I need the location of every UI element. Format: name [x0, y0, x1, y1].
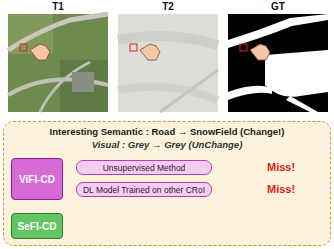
sefi-box: SeFI-CD	[11, 213, 63, 239]
box-label: DL Model Trained on other CRoI	[83, 185, 205, 195]
t1-image	[8, 14, 108, 112]
image-title: T2	[162, 1, 174, 12]
image-title: T1	[52, 1, 64, 12]
box-label: Unsupervised Method	[103, 163, 186, 173]
miss-label: Miss!	[267, 183, 295, 195]
visual-line: Visual : Grey → Grey (UnChange)	[4, 139, 330, 150]
box-label: ViFI-CD	[19, 174, 55, 185]
t2-image	[118, 14, 218, 112]
method-bar: DL Model Trained on other CRoI	[76, 182, 212, 197]
box-label: SeFI-CD	[18, 221, 57, 232]
image-title: GT	[271, 1, 285, 12]
miss-label: Miss!	[267, 161, 295, 173]
method-bar: Unsupervised Method	[76, 160, 212, 175]
gt-image	[228, 14, 328, 112]
vifi-box: ViFI-CD	[11, 158, 63, 200]
semantic-line: Interesting Semantic : Road → SnowField …	[4, 126, 330, 137]
